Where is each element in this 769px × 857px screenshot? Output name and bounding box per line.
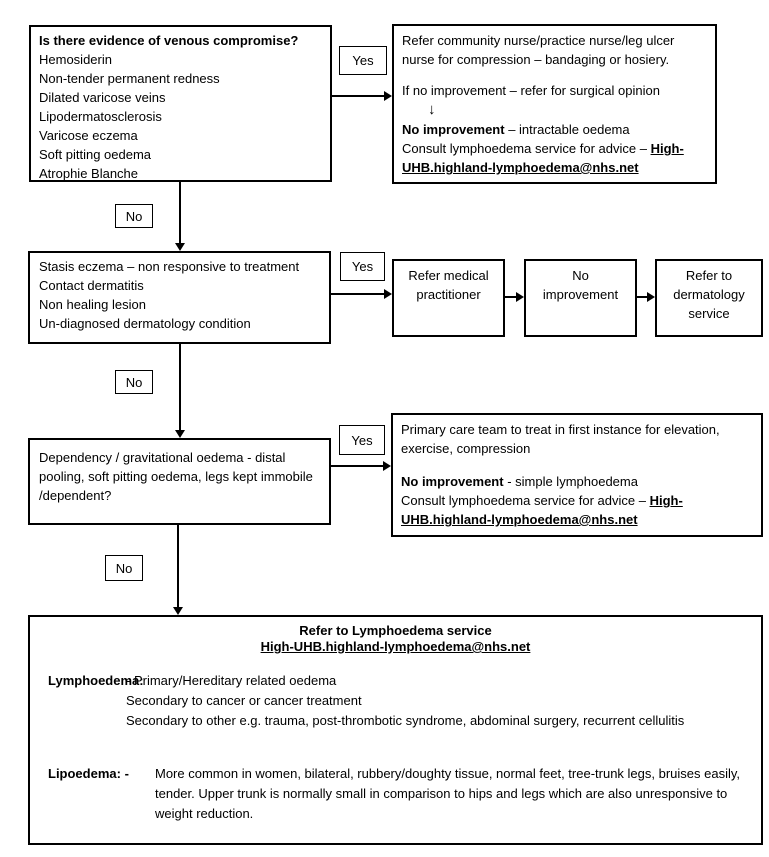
connector-venous-yes	[332, 95, 385, 97]
yes-label-2: Yes	[340, 252, 385, 281]
list-item: Lipodermatosclerosis	[39, 109, 162, 124]
primary-care-box: Primary care team to treat in first inst…	[391, 413, 763, 537]
no-label-3: No	[105, 555, 143, 581]
lipoedema-label: Lipoedema: -	[48, 766, 129, 781]
arrowhead-right-icon	[384, 91, 392, 101]
lymphoedema-email-link[interactable]: High-UHB.highland-lymphoedema@nhs.net	[260, 639, 531, 654]
list-item: Atrophie Blanche	[39, 166, 139, 181]
lipoedema-definition: More common in women, bilateral, rubbery…	[155, 766, 741, 821]
connector-venous-no	[179, 182, 181, 243]
lymphoedema-label: Lymphoedema:	[48, 673, 144, 688]
primary-care-no-improvement-line: No improvement - simple lymphoedema	[401, 474, 638, 489]
arrowhead-down-icon	[173, 607, 183, 615]
list-item: Un-diagnosed dermatology condition	[39, 316, 251, 331]
list-item: Stasis eczema – non responsive to treatm…	[39, 259, 300, 274]
lymphoedema-definition-row: Lymphoedema: - Primary/Hereditary relate…	[48, 671, 751, 731]
venous-box-title: Is there evidence of venous compromise?	[39, 33, 299, 48]
refer-dermatology-box: Refer to dermatology service	[655, 259, 763, 337]
lymphoedema-email-link[interactable]: High-UHB.highland-lymphoedema@nhs.net	[402, 141, 684, 175]
dermatology-question-box: Stasis eczema – non responsive to treatm…	[28, 251, 331, 344]
primary-care-consult-line: Consult lymphoedema service for advice –…	[401, 493, 683, 527]
connector-noimprovement-dermservice	[637, 296, 648, 298]
primary-care-p1: Primary care team to treat in first inst…	[401, 422, 720, 456]
connector-dependency-yes	[331, 465, 384, 467]
referral-p2: If no improvement – refer for surgical o…	[402, 83, 660, 98]
lymphoedema-service-box: Refer to Lymphoedema service High-UHB.hi…	[28, 615, 763, 845]
arrowhead-right-icon	[383, 461, 391, 471]
service-title: Refer to Lymphoedema service	[299, 623, 492, 638]
connector-dermatology-yes	[331, 293, 385, 295]
no-label-1: No	[115, 204, 153, 228]
referral-venous-box: Refer community nurse/practice nurse/leg…	[392, 24, 717, 184]
arrowhead-right-icon	[384, 289, 392, 299]
lymphoedema-email-link[interactable]: High-UHB.highland-lymphoedema@nhs.net	[401, 493, 683, 527]
list-item: Non healing lesion	[39, 297, 146, 312]
lymphoedema-definition: - Primary/Hereditary related oedema Seco…	[126, 673, 685, 728]
referral-consult-line: Consult lymphoedema service for advice –…	[402, 141, 684, 175]
referral-p1: Refer community nurse/practice nurse/leg…	[402, 33, 675, 67]
lipoedema-definition-row: Lipoedema: - More common in women, bilat…	[48, 764, 751, 824]
yes-label-3: Yes	[339, 425, 385, 455]
referral-no-improvement-line: No improvement – intractable oedema	[402, 122, 630, 137]
arrowhead-right-icon	[647, 292, 655, 302]
arrowhead-down-icon	[175, 243, 185, 251]
arrowhead-right-icon	[516, 292, 524, 302]
no-label-2: No	[115, 370, 153, 394]
list-item: Dilated varicose veins	[39, 90, 166, 105]
list-item: Hemosiderin	[39, 52, 112, 67]
venous-compromise-box: Is there evidence of venous compromise? …	[29, 25, 332, 182]
connector-dermatology-no	[179, 344, 181, 430]
list-item: Soft pitting oedema	[39, 147, 152, 162]
list-item: Non-tender permanent redness	[39, 71, 220, 86]
connector-medical-noimprovement	[505, 296, 517, 298]
yes-label-1: Yes	[339, 46, 387, 75]
dependency-question-box: Dependency / gravitational oedema - dist…	[28, 438, 331, 525]
refer-medical-box: Refer medical practitioner	[392, 259, 505, 337]
list-item: Varicose eczema	[39, 128, 138, 143]
arrowhead-down-icon	[175, 430, 185, 438]
list-item: Contact dermatitis	[39, 278, 144, 293]
connector-dependency-no	[177, 525, 179, 607]
no-improvement-box: No improvement	[524, 259, 637, 337]
down-arrow-icon: ↓	[428, 101, 436, 118]
